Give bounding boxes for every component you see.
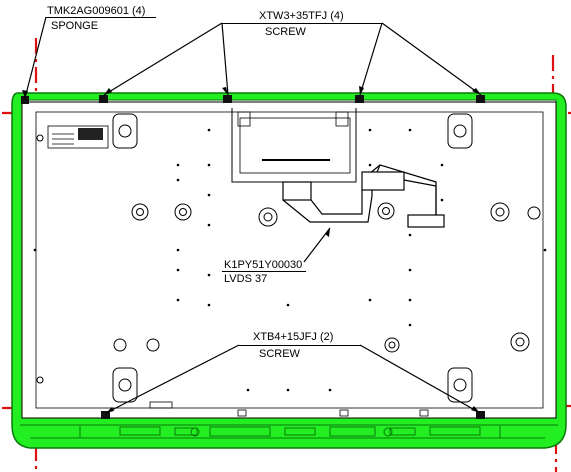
leader-arrowheads [22,86,481,413]
bottom-screw-markers [101,411,485,419]
cable-name: LVDS 37 [224,273,268,285]
top-screw-name: SCREW [265,26,306,38]
leader-lines [24,16,482,414]
bottom-screw-part-number: XTB4+15JFJ (2) [253,331,334,343]
cable-underline [222,271,306,272]
bottom-screw-name: SCREW [259,348,300,360]
cable-part-number: K1PY51Y00030 [224,259,303,271]
sponge-part-number: TMK2AG009601 (4) [47,5,146,17]
lvds-cable [282,164,445,228]
sponge-underline [46,17,156,18]
top-screw-underline [222,23,382,24]
top-screw-part-number: XTW3+35TFJ (4) [259,10,344,22]
bottom-screw-underline [239,345,361,346]
rear-chassis-panel [21,101,557,419]
top-screw-markers [21,95,485,104]
sponge-name: SPONGE [51,20,99,32]
